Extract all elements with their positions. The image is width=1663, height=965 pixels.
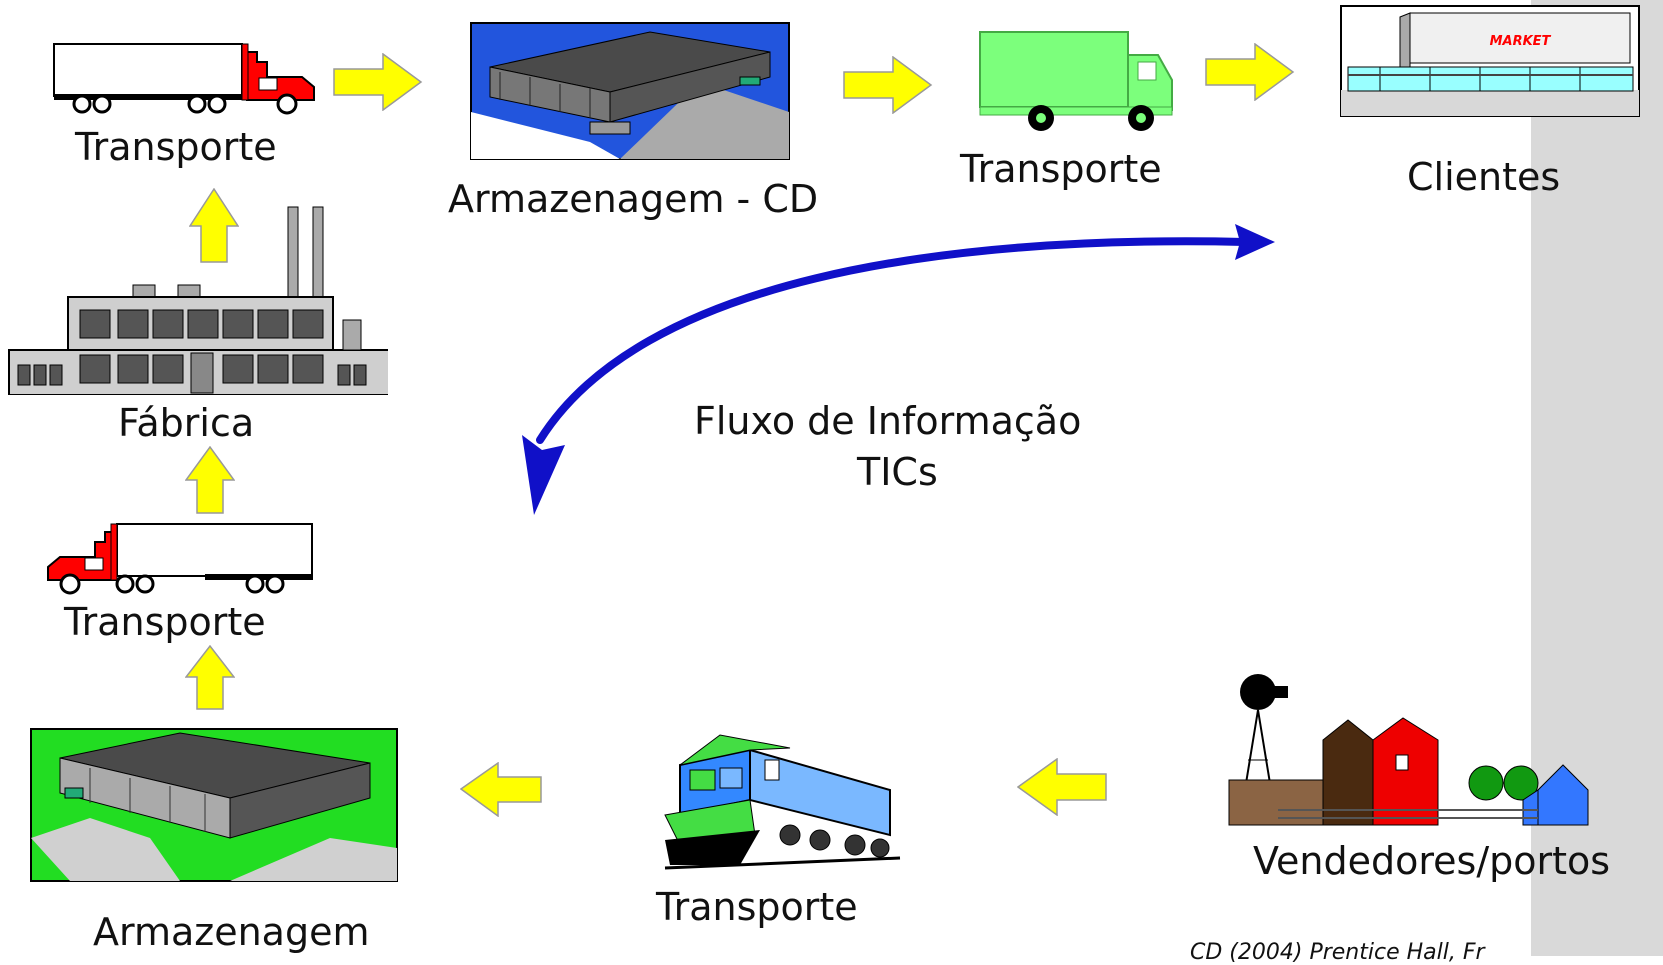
label-transport-mid-left: Transporte	[64, 600, 266, 644]
farm-icon	[1228, 670, 1608, 830]
arrow-up-icon	[185, 645, 235, 710]
market-icon: MARKET	[1340, 5, 1640, 117]
truck-green-icon	[978, 30, 1174, 135]
label-factory: Fábrica	[118, 401, 255, 445]
arrow-right-icon	[1205, 43, 1295, 101]
arrow-left-icon	[1017, 758, 1107, 816]
label-transport-top-mid: Transporte	[960, 147, 1162, 191]
truck-top-left-icon	[52, 42, 322, 117]
arrow-right-icon	[843, 56, 933, 114]
arrow-right-icon	[333, 53, 423, 111]
info-flow-arrow	[520, 220, 1280, 520]
truck-mid-left-icon	[45, 522, 315, 597]
factory-icon	[8, 205, 388, 395]
label-info-flow-line1: Fluxo de Informação	[694, 399, 1082, 443]
warehouse-bottom-icon	[30, 728, 398, 882]
label-warehouse-bottom: Armazenagem	[93, 910, 370, 954]
arrow-up-icon	[185, 446, 235, 514]
arrow-up-icon	[189, 188, 239, 263]
warehouse-cd-icon	[470, 22, 790, 160]
label-clients: Clientes	[1407, 155, 1561, 199]
credit-text: CD (2004) Prentice Hall, Fr	[1190, 940, 1485, 965]
label-vendors: Vendedores/portos	[1253, 839, 1611, 883]
label-transport-train: Transporte	[656, 885, 858, 929]
label-info-flow-line2: TICs	[857, 450, 938, 494]
label-warehouse-cd: Armazenagem - CD	[448, 177, 819, 221]
market-sign-text: MARKET	[1490, 34, 1552, 49]
train-icon	[660, 720, 908, 870]
arrow-left-icon	[460, 762, 542, 817]
label-transport-top-left: Transporte	[75, 125, 277, 169]
